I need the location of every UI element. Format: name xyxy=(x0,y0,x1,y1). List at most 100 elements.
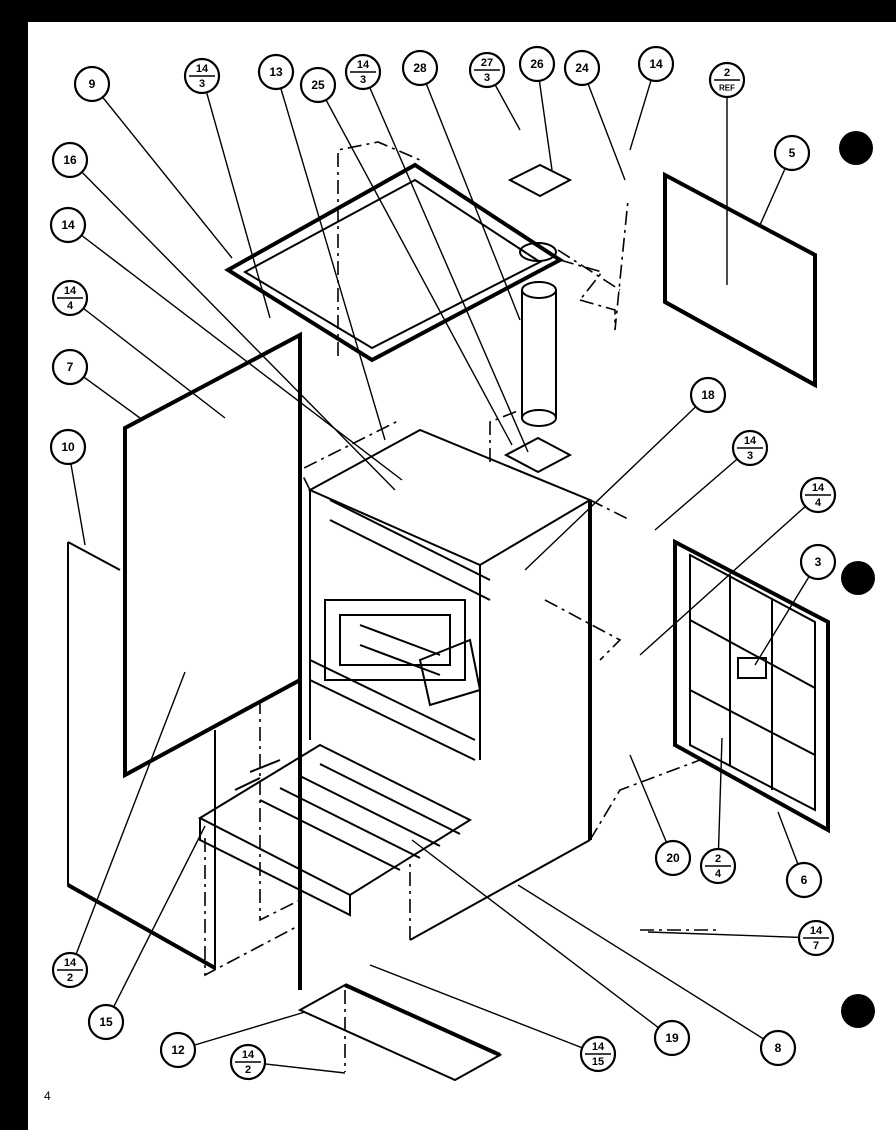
page-number: 4 xyxy=(44,1089,51,1103)
binder-hole-middle xyxy=(841,561,875,595)
callout-label: 25 xyxy=(311,78,325,92)
callout-balloon xyxy=(49,428,87,466)
callout-balloon xyxy=(73,65,111,103)
callout-4: 25 xyxy=(299,66,337,104)
callout-32: 8 xyxy=(759,1029,797,1067)
callout-label: 15 xyxy=(99,1015,113,1029)
callout-28: 12 xyxy=(159,1031,197,1069)
callout-bottom-label: 15 xyxy=(592,1056,604,1068)
callout-bottom-label: 3 xyxy=(747,450,753,462)
callout-bottom-label: 2 xyxy=(245,1064,251,1076)
callout-2: 143 xyxy=(183,57,221,95)
callout-top-label: 14 xyxy=(810,925,823,937)
callout-label: 13 xyxy=(269,65,283,79)
callout-6: 28 xyxy=(401,49,439,87)
callout-label: 6 xyxy=(801,873,808,887)
callout-label: 28 xyxy=(413,61,427,75)
callout-bottom-label: 2 xyxy=(67,972,73,984)
callout-balloon xyxy=(159,1031,197,1069)
callout-label: 12 xyxy=(171,1043,185,1057)
callout-20: 144 xyxy=(799,476,837,514)
callout-label: 19 xyxy=(665,1031,679,1045)
callout-3: 13 xyxy=(257,53,295,91)
callout-label: 7 xyxy=(67,360,74,374)
callout-19: 143 xyxy=(731,429,769,467)
callout-top-label: 14 xyxy=(812,482,825,494)
callout-18: 18 xyxy=(689,376,727,414)
callout-balloon xyxy=(257,53,295,91)
callout-balloon xyxy=(51,348,89,386)
callout-balloon xyxy=(637,45,675,83)
callout-label: 5 xyxy=(789,146,796,160)
callout-top-label: 14 xyxy=(196,63,209,75)
callout-label: 26 xyxy=(530,57,544,71)
callout-bottom-label: 3 xyxy=(484,72,490,84)
callout-bottom-label: REF xyxy=(719,84,735,93)
callout-balloon xyxy=(401,49,439,87)
callout-top-label: 14 xyxy=(64,285,77,297)
callout-top-label: 14 xyxy=(744,435,757,447)
callout-16: 7 xyxy=(51,348,89,386)
callout-top-label: 14 xyxy=(357,59,370,71)
callout-balloon xyxy=(799,543,837,581)
callout-top-label: 14 xyxy=(64,957,77,969)
callout-balloon xyxy=(51,141,89,179)
callout-label: 18 xyxy=(701,388,715,402)
callout-31: 19 xyxy=(653,1019,691,1057)
callout-24: 6 xyxy=(785,861,823,899)
callout-15: 144 xyxy=(51,279,89,317)
callout-top-label: 2 xyxy=(715,853,721,865)
callout-label: 9 xyxy=(89,77,96,91)
callout-bottom-label: 4 xyxy=(815,497,822,509)
callout-top-label: 14 xyxy=(242,1049,255,1061)
callout-top-label: 27 xyxy=(481,57,493,69)
callout-balloon xyxy=(773,134,811,172)
callout-balloon xyxy=(518,45,556,83)
binder-hole-bottom xyxy=(841,994,875,1028)
callout-label: 20 xyxy=(666,851,680,865)
callout-14: 14 xyxy=(49,206,87,244)
callout-12: 5 xyxy=(773,134,811,172)
callout-29: 142 xyxy=(229,1043,267,1081)
callout-7: 273 xyxy=(468,51,506,89)
callout-26: 142 xyxy=(51,951,89,989)
callout-23: 24 xyxy=(699,847,737,885)
callout-bottom-label: 4 xyxy=(715,868,722,880)
callout-balloon xyxy=(299,66,337,104)
callout-bottom-label: 3 xyxy=(360,74,366,86)
drawing-lines xyxy=(67,63,830,1082)
callout-top-label: 2 xyxy=(724,67,730,79)
callout-10: 14 xyxy=(637,45,675,83)
callout-17: 10 xyxy=(49,428,87,466)
callout-5: 143 xyxy=(344,53,382,91)
callout-25: 147 xyxy=(797,919,835,957)
callout-label: 24 xyxy=(575,61,589,75)
callout-label: 3 xyxy=(815,555,822,569)
callout-bottom-label: 7 xyxy=(813,940,819,952)
callout-label: 8 xyxy=(775,1041,782,1055)
callout-9: 24 xyxy=(563,49,601,87)
callout-22: 20 xyxy=(654,839,692,877)
callout-balloon xyxy=(563,49,601,87)
callout-bottom-label: 3 xyxy=(199,78,205,90)
callout-label: 16 xyxy=(63,153,77,167)
callout-balloon xyxy=(759,1029,797,1067)
callout-top-label: 14 xyxy=(592,1041,605,1053)
callout-balloon xyxy=(689,376,727,414)
binder-hole-top xyxy=(839,131,873,165)
callout-label: 14 xyxy=(649,57,663,71)
callout-balloon xyxy=(49,206,87,244)
callout-13: 16 xyxy=(51,141,89,179)
callout-balloon xyxy=(653,1019,691,1057)
callout-balloon xyxy=(87,1003,125,1041)
callout-balloon xyxy=(785,861,823,899)
callout-label: 14 xyxy=(61,218,75,232)
callout-27: 15 xyxy=(87,1003,125,1041)
paper-sheet xyxy=(28,22,896,1130)
callout-balloon xyxy=(654,839,692,877)
callout-8: 26 xyxy=(518,45,556,83)
